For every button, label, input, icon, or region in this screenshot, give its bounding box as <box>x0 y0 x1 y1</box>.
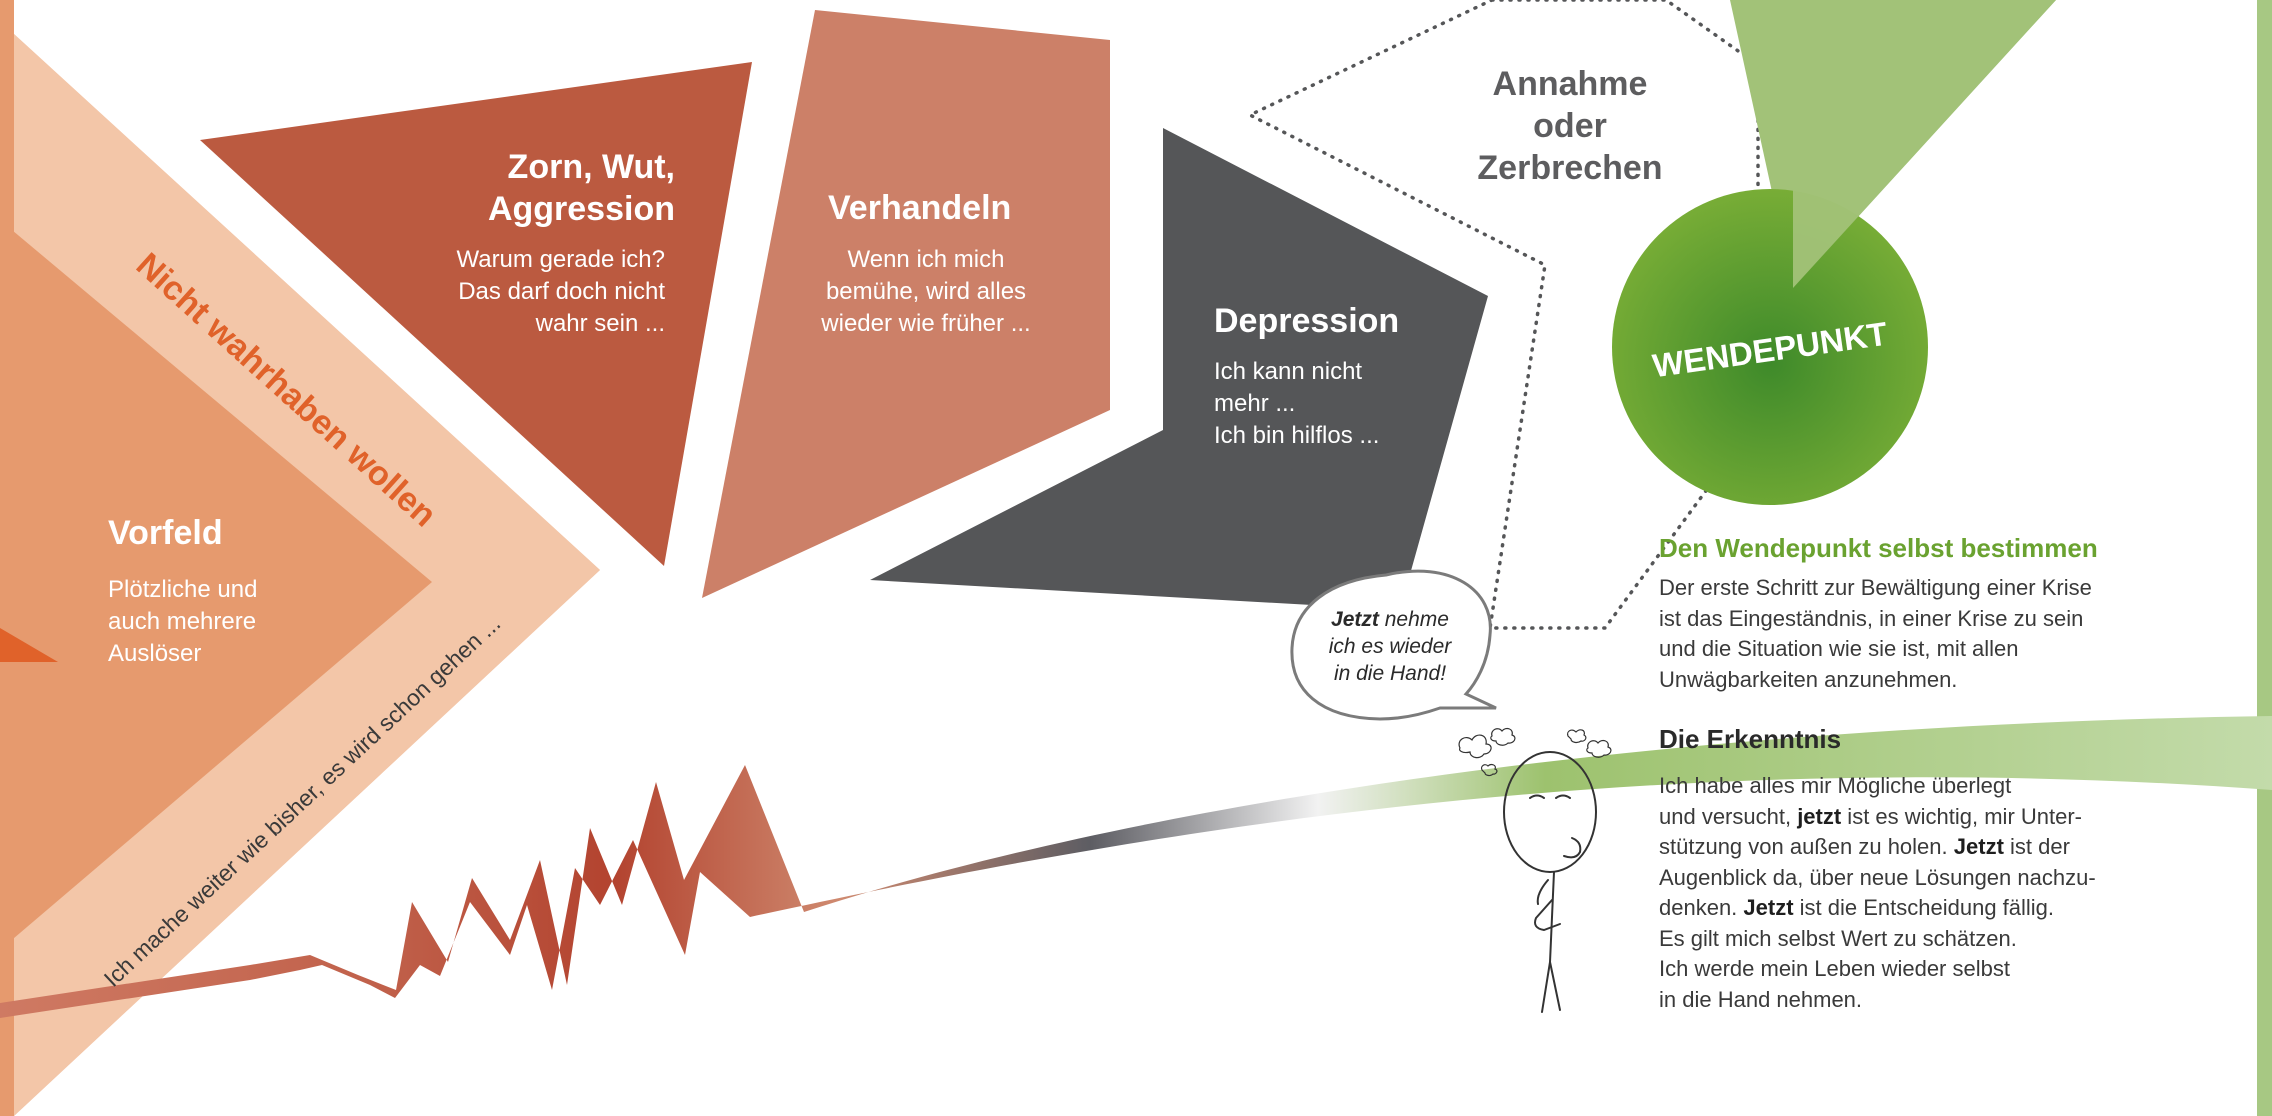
speech-bubble-bold: Jetzt <box>1331 608 1379 631</box>
paragraph-line: Der erste Schritt zur Bewältigung einer … <box>1659 575 2092 600</box>
erkenntnis-heading: Die Erkenntnis <box>1659 724 1842 754</box>
zorn-title: Zorn, Wut, Aggression <box>420 146 675 230</box>
depression-body-line: Ich kann nicht <box>1214 358 1363 385</box>
annahme-title-line: Zerbrechen <box>1477 149 1663 187</box>
speech-bubble-line: Jetzt nehme <box>1300 606 1480 633</box>
depression-body: Ich kann nicht mehr ... Ich bin hilflos … <box>1214 356 1379 452</box>
paragraph-line: in die Hand nehmen. <box>1659 986 1863 1012</box>
vorfeld-body: Plötzliche und auch mehrere Auslöser <box>108 574 257 670</box>
vorfeld-title: Vorfeld <box>108 514 223 552</box>
paragraph-line: und die Situation wie sie ist, mit allen <box>1659 636 2019 661</box>
vorfeld-body-line: Auslöser <box>108 640 202 667</box>
verhandeln-body: Wenn ich mich bemühe, wird alles wieder … <box>796 244 1056 340</box>
depression-body-line: Ich bin hilflos ... <box>1214 422 1380 449</box>
emphasis-jetzt: Jetzt <box>1743 895 1794 920</box>
vorfeld-shape <box>0 220 432 950</box>
text-run: denken. <box>1659 895 1744 920</box>
zorn-shape <box>200 62 752 566</box>
speech-bubble-text: Jetzt nehme ich es wieder in die Hand! <box>1300 606 1480 687</box>
vorfeld-body-line: auch mehrere <box>108 608 257 635</box>
emphasis-jetzt: Jetzt <box>1953 834 2004 859</box>
emphasis-jetzt: jetzt <box>1797 803 1842 829</box>
zorn-body-line: wahr sein ... <box>535 310 665 337</box>
wendepunkt-section-heading: Den Wendepunkt selbst bestimmen <box>1659 533 2098 563</box>
text-run: ist die Entscheidung fällig. <box>1793 895 2055 920</box>
zorn-title-line: Aggression <box>487 190 675 228</box>
paragraph-line: Ich habe alles mir Mögliche überlegt <box>1659 773 2012 798</box>
verhandeln-body-line: Wenn ich mich <box>847 246 1005 273</box>
thinking-figure <box>1458 727 1612 1013</box>
verhandeln-body-line: bemühe, wird alles <box>825 278 1027 305</box>
vorfeld-body-line: Plötzliche und <box>108 576 258 603</box>
annahme-title-line: oder <box>1533 107 1607 145</box>
verhandeln-shape <box>702 10 1110 598</box>
text-run: ist der <box>2003 834 2070 859</box>
speech-bubble-line: in die Hand! <box>1333 662 1447 685</box>
text-run: ist es wichtig, mir Unter- <box>1841 803 2083 829</box>
verhandeln-body-line: wieder wie früher ... <box>821 310 1031 337</box>
erkenntnis-body: Ich habe alles mir Mögliche überlegt und… <box>1659 771 2096 1015</box>
annahme-outline <box>1246 0 1760 630</box>
depression-shape <box>870 128 1488 610</box>
text-run: stützung von außen zu holen. <box>1659 834 1954 859</box>
paragraph-line: Es gilt mich selbst Wert zu schätzen. <box>1659 925 2017 951</box>
wendepunkt-circle <box>1612 189 1928 505</box>
text-run: und versucht, <box>1659 803 1798 829</box>
right-edge-bar <box>2257 0 2272 1116</box>
crisis-curve-ribbon <box>0 716 2272 1018</box>
paragraph-line: stützung von außen zu holen. Jetzt ist d… <box>1659 832 2096 863</box>
zorn-title-line: Zorn, Wut, <box>507 148 675 186</box>
paragraph-line: Ich werde mein Leben wieder selbst <box>1659 956 2010 981</box>
zorn-body-line: Das darf doch nicht <box>458 278 665 305</box>
depression-title: Depression <box>1214 302 1400 340</box>
paragraph-line: Augenblick da, über neue Lösungen nachzu… <box>1659 864 2096 890</box>
speech-bubble <box>1290 569 1497 721</box>
green-arrow-overlay <box>1770 0 2056 288</box>
speech-bubble-line: ich es wieder <box>1328 635 1452 658</box>
speech-bubble-rest: nehme <box>1378 608 1449 631</box>
annahme-title-line: Annahme <box>1492 65 1648 103</box>
verhandeln-title: Verhandeln <box>828 189 1012 227</box>
vorfeld-marker <box>0 628 58 662</box>
wendepunkt-section-body: Der erste Schritt zur Bewältigung einer … <box>1659 573 2092 695</box>
paragraph-line: und versucht, jetzt ist es wichtig, mir … <box>1659 802 2096 833</box>
annahme-title: Annahme oder Zerbrechen <box>1440 63 1700 189</box>
zorn-body-line: Warum gerade ich? <box>456 246 665 273</box>
zorn-body: Warum gerade ich? Das darf doch nicht wa… <box>400 244 665 340</box>
paragraph-line: ist das Eingeständnis, in einer Krise zu… <box>1659 605 2084 631</box>
depression-body-line: mehr ... <box>1214 390 1296 417</box>
paragraph-line: denken. Jetzt ist die Entscheidung fälli… <box>1659 893 2096 924</box>
paragraph-line: Unwägbarkeiten anzunehmen. <box>1659 666 1958 692</box>
